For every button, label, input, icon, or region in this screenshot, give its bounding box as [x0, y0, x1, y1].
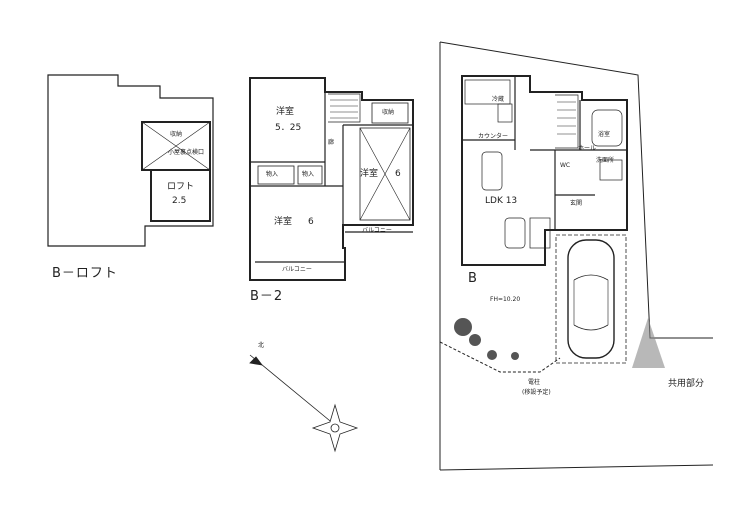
car-icon — [567, 239, 615, 359]
loft-outline — [47, 74, 214, 247]
floor1-pole-note: (移設予定) — [522, 389, 551, 396]
floor2-room2-size: 6 — [308, 217, 314, 227]
floor1-caption: B — [468, 271, 478, 286]
loft-room-size: 2.5 — [172, 196, 187, 206]
floor2-hall-label: 廊 — [328, 139, 335, 146]
floor1-wc-label: WC — [560, 162, 571, 169]
floor2-room3-name: 洋室 — [360, 169, 379, 179]
site-boundary — [439, 41, 713, 339]
floor1-outline — [461, 75, 628, 266]
tree-icons — [454, 318, 519, 360]
floor2-closet-label: 物入 — [266, 171, 279, 178]
floor1-washroom-label: 洗面所 — [596, 157, 615, 164]
floor1-counter-label: カウンター — [478, 133, 509, 140]
floor2-room2-name: 洋室 — [274, 217, 293, 227]
floor2-balcony-label: バルコニー — [282, 266, 312, 273]
floor2-closet2-label: 物入 — [302, 171, 315, 178]
compass-north-label: 北 — [258, 342, 265, 349]
floor2-room3-size: 6 — [395, 169, 401, 179]
floor2-caption: B－2 — [250, 289, 284, 304]
loft-storage-label: 収納 — [170, 131, 183, 138]
floor1-pole-label: 電柱 — [528, 379, 541, 386]
floor1-fh-label: FH=10.20 — [490, 296, 521, 303]
loft-hatch-label: 小屋裏点検口 — [168, 149, 205, 156]
common-area-hatch — [632, 318, 665, 368]
floor2-room1-size: 5．25 — [275, 123, 302, 133]
floor1-entrance-label: 玄関 — [570, 200, 583, 207]
loft-caption: B－ロフト — [52, 266, 118, 281]
loft-room-name: ロフト — [167, 182, 195, 192]
compass-icon — [249, 354, 359, 453]
floor1-common-label: 共用部分 — [668, 379, 705, 389]
floor2-balcony2-label: バルコニー — [362, 227, 392, 234]
floor1-fridge-label: 冷蔵 — [492, 96, 505, 103]
floor1-ldk-label: LDK 13 — [485, 196, 518, 206]
floor1-bath-label: 浴室 — [598, 131, 611, 138]
floor2-storage-label: 収納 — [382, 109, 395, 116]
loft-room — [150, 169, 211, 222]
floor2-room1-name: 洋室 — [276, 107, 295, 117]
floor1-hall-label: ホール — [578, 145, 597, 152]
